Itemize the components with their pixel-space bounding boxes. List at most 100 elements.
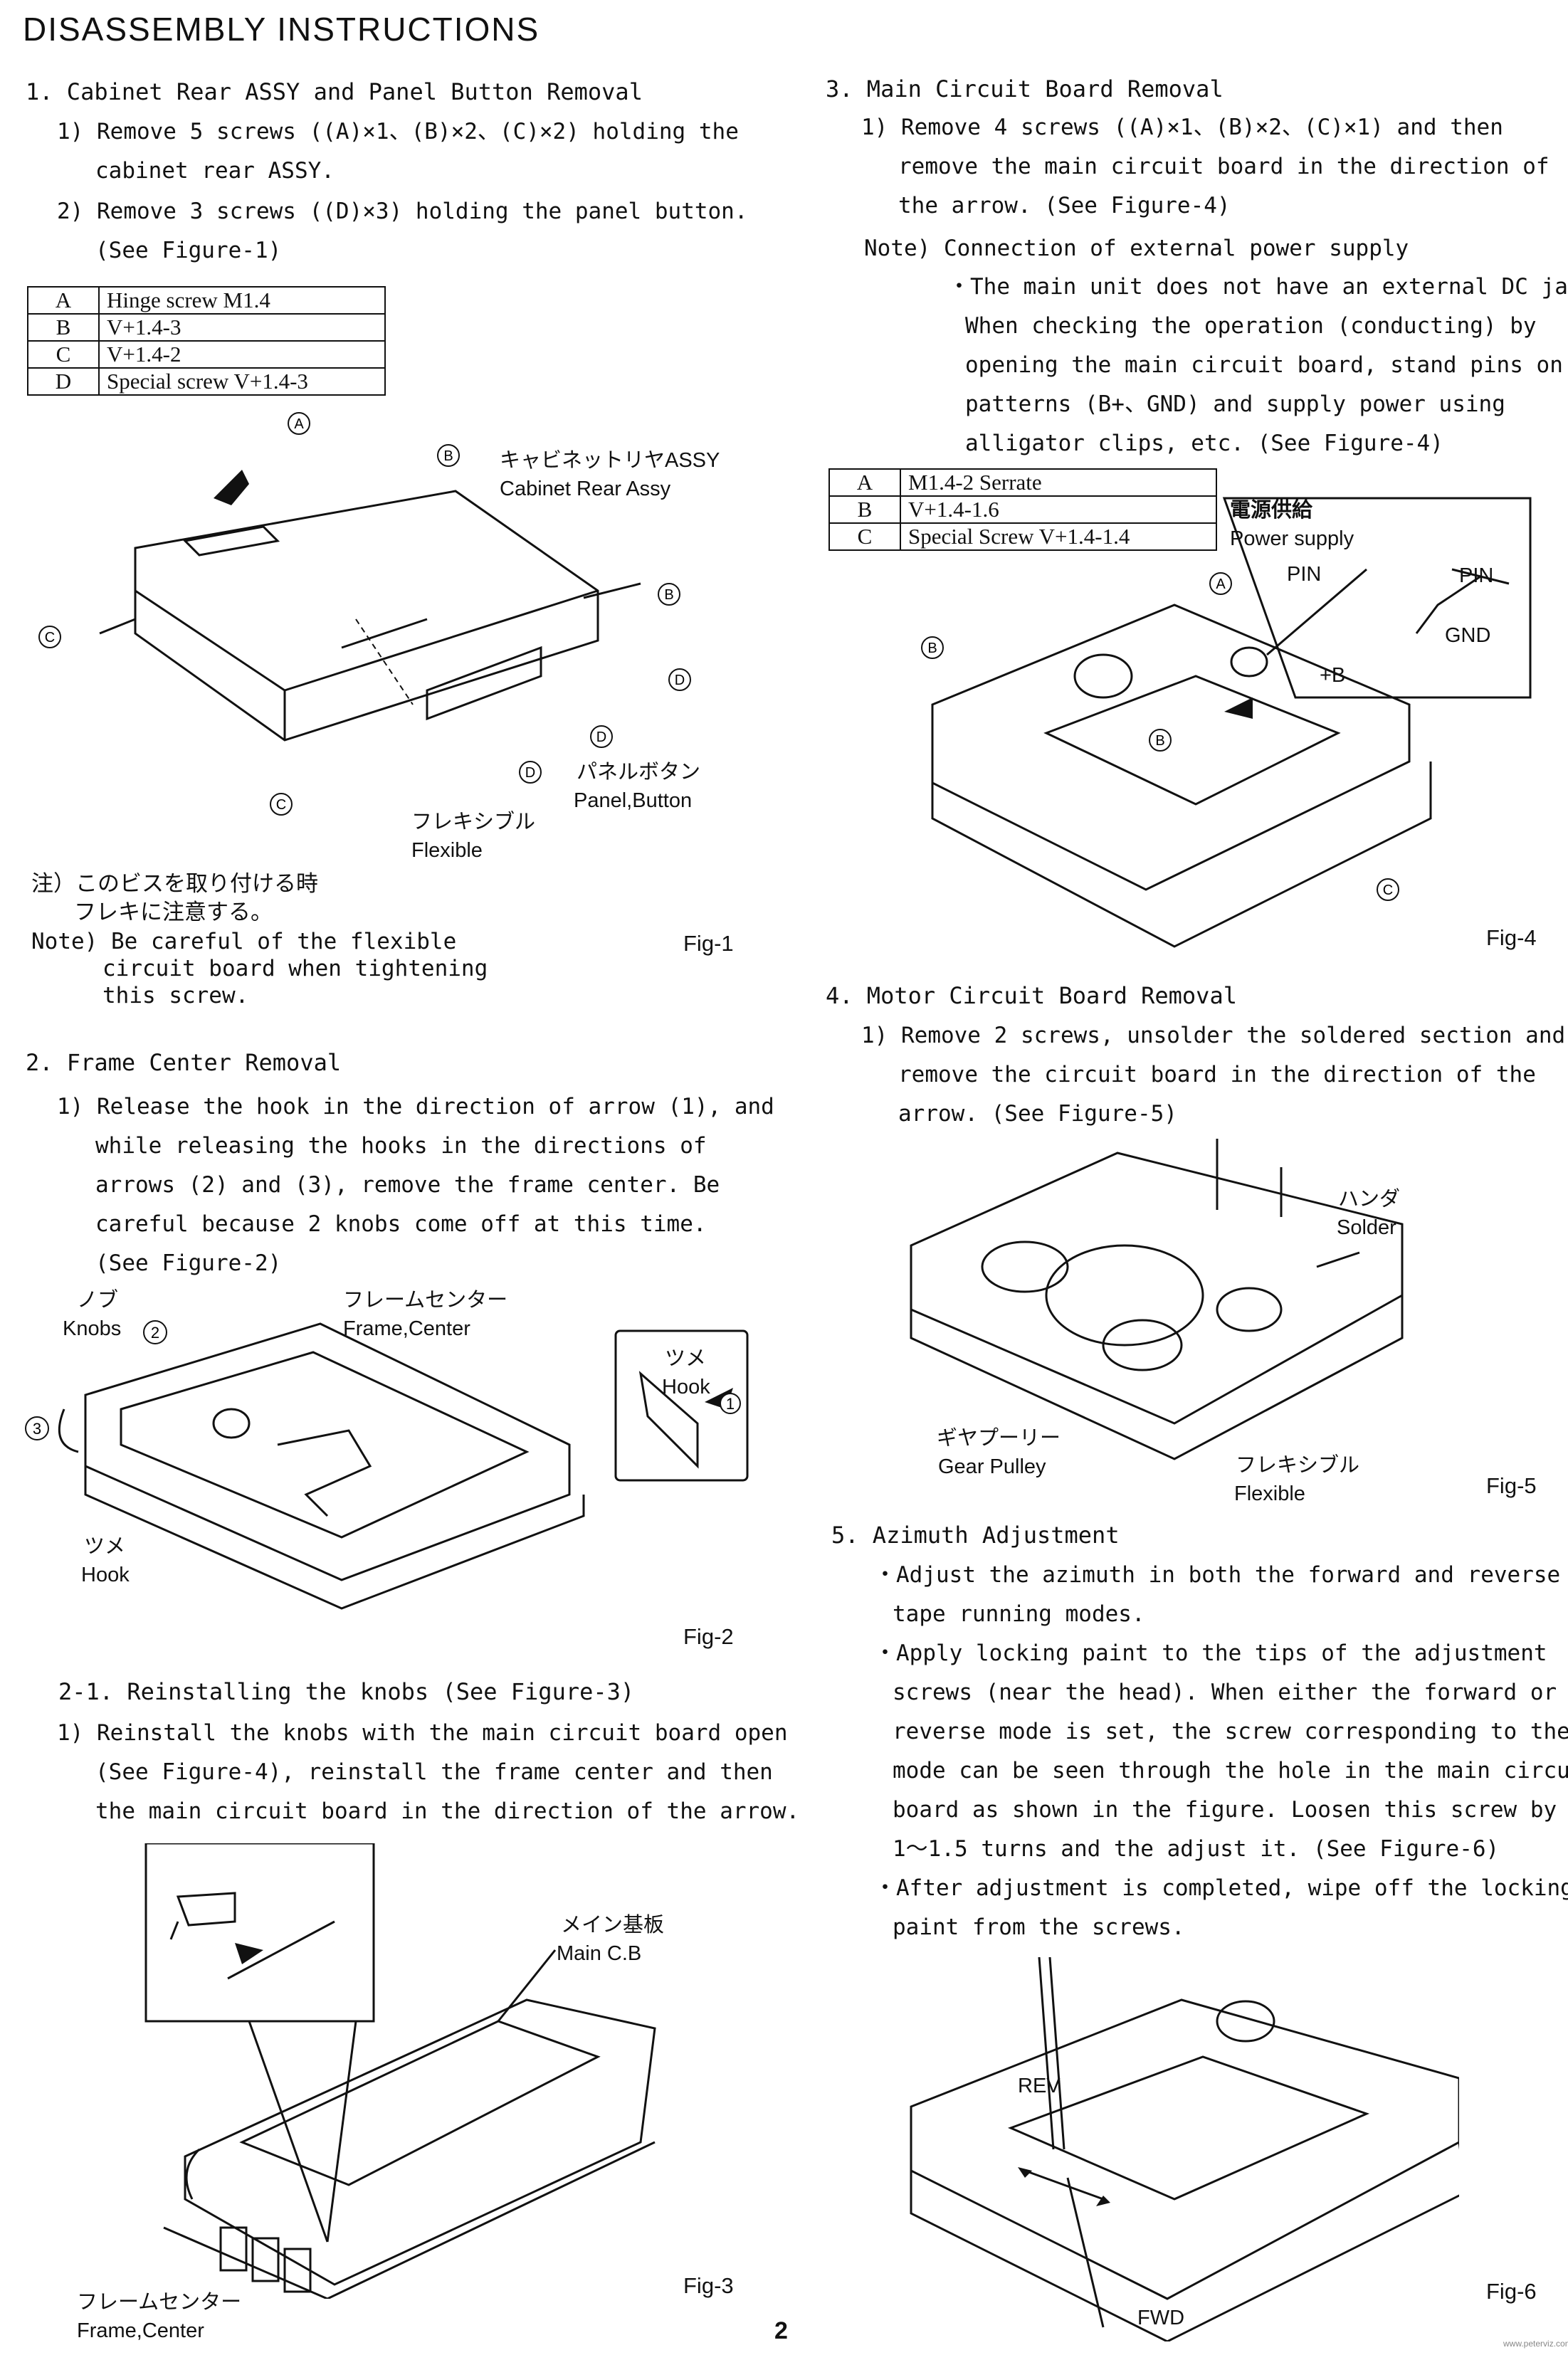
- s1-step2-line2: (See Figure-1): [95, 238, 282, 263]
- s3-note-line1: ・The main unit does not have an external…: [948, 274, 1568, 300]
- s4-line1: 1) Remove 2 screws, unsolder the soldere…: [861, 1023, 1566, 1048]
- figure-6-drawing: [910, 1957, 1459, 2341]
- note-jp-line1: 注）このビスを取り付ける時: [31, 871, 318, 897]
- table-key: A: [27, 286, 100, 315]
- s5-bullet2-line6: 1〜1.5 turns and the adjust it. (See Figu…: [893, 1836, 1500, 1862]
- figure-3-caption: Fig-3: [683, 2273, 734, 2298]
- s4-line3: arrow. (See Figure-5): [898, 1101, 1177, 1127]
- note-en-line2: circuit board when tightening: [102, 956, 488, 981]
- table-value: V+1.4-1.6: [900, 495, 1217, 524]
- s5-bullet2-line1: ・Apply locking paint to the tips of the …: [874, 1640, 1547, 1666]
- label-flex-jp: フレキシブル: [1236, 1454, 1360, 1477]
- callout-b: B: [664, 587, 673, 603]
- callout-a: A: [294, 416, 304, 432]
- callout-2: 2: [151, 1324, 159, 1342]
- s5-bullet3-line1: ・After adjustment is completed, wipe off…: [874, 1875, 1568, 1901]
- s3-note-line5: alligator clips, etc. (See Figure-4): [965, 431, 1443, 456]
- label-knobs-en: Knobs: [63, 1317, 122, 1340]
- section-2-heading: 2. Frame Center Removal: [26, 1049, 342, 1076]
- callout-c: C: [45, 630, 55, 646]
- figure-3-drawing: [144, 1843, 656, 2299]
- s3-line1: 1) Remove 4 screws ((A)×1、(B)×2、(C)×1) a…: [861, 115, 1503, 140]
- s5-bullet2-line5: board as shown in the figure. Loosen thi…: [893, 1797, 1557, 1823]
- label-flex-jp: フレキシブル: [411, 811, 536, 833]
- callout-c: C: [276, 797, 286, 813]
- s5-bullet2-line4: mode can be seen through the hole in the…: [893, 1758, 1568, 1784]
- label-knobs-jp: ノブ: [77, 1289, 119, 1312]
- s2-line1: 1) Release the hook in the direction of …: [57, 1094, 774, 1119]
- label-power-en: Power supply: [1230, 527, 1354, 550]
- label-panel-en: Panel,Button: [574, 789, 693, 812]
- s2-line4: careful because 2 knobs come off at this…: [95, 1211, 707, 1237]
- table-value: Hinge screw M1.4: [98, 286, 386, 315]
- figure-5-caption: Fig-5: [1486, 1473, 1537, 1498]
- s21-line3: the main circuit board in the direction …: [95, 1798, 800, 1824]
- s1-step2-line1: 2) Remove 3 screws ((D)×3) holding the p…: [57, 199, 748, 224]
- note-en-line3: this screw.: [102, 983, 249, 1008]
- label-solder-en: Solder: [1337, 1216, 1396, 1239]
- callout-c: C: [1383, 883, 1393, 898]
- table-key: B: [828, 495, 901, 524]
- figure-6-caption: Fig-6: [1486, 2279, 1537, 2304]
- callout-b: B: [927, 641, 937, 656]
- label-bplus: +B: [1320, 664, 1346, 687]
- callout-b: B: [443, 448, 453, 464]
- s3-note-line2: When checking the operation (conducting)…: [965, 313, 1537, 339]
- figure-1-drawing: A B B C D D D C: [38, 412, 691, 816]
- label-panel-jp: パネルボタン: [577, 761, 701, 784]
- page-number: 2: [774, 2317, 788, 2344]
- table-key: C: [27, 340, 100, 369]
- callout-3: 3: [33, 1420, 41, 1438]
- section-3-heading: 3. Main Circuit Board Removal: [826, 75, 1224, 102]
- label-gnd: GND: [1445, 624, 1491, 647]
- label-flex-en: Flexible: [411, 839, 483, 862]
- callout-b: B: [1155, 733, 1164, 749]
- table-key: B: [27, 313, 100, 342]
- figure-5-drawing: [910, 1139, 1404, 1460]
- table-value: Special screw V+1.4-3: [98, 367, 386, 396]
- section-4-heading: 4. Motor Circuit Board Removal: [826, 982, 1237, 1009]
- label-hook-en: Hook: [81, 1564, 130, 1586]
- note-en-line1: Note) Be careful of the flexible: [31, 929, 457, 954]
- s3-note-line3: opening the main circuit board, stand pi…: [965, 352, 1563, 378]
- section-1-heading: 1. Cabinet Rear ASSY and Panel Button Re…: [26, 78, 643, 105]
- table-key: A: [828, 468, 901, 497]
- label-frame-en: Frame,Center: [77, 2319, 204, 2342]
- label-pin: PIN: [1287, 563, 1322, 586]
- s2-line5: (See Figure-2): [95, 1250, 282, 1276]
- s2-line2: while releasing the hooks in the directi…: [95, 1133, 707, 1159]
- s3-line2: remove the main circuit board in the dir…: [898, 154, 1549, 179]
- figure-2-caption: Fig-2: [683, 1624, 734, 1649]
- callout-d: D: [675, 673, 685, 688]
- label-hook-jp: ツメ: [665, 1347, 707, 1370]
- callout-a: A: [1216, 576, 1226, 592]
- figure-2-drawing: 2 3 1: [25, 1320, 749, 1610]
- s21-line1: 1) Reinstall the knobs with the main cir…: [57, 1720, 788, 1746]
- section-2-1-heading: 2-1. Reinstalling the knobs (See Figure-…: [58, 1678, 635, 1705]
- table-value: V+1.4-3: [98, 313, 386, 342]
- note-jp-line2: フレキに注意する。: [74, 900, 273, 925]
- s2-line3: arrows (2) and (3), remove the frame cen…: [95, 1172, 720, 1198]
- watermark: www.peterviz.com: [1503, 2339, 1568, 2349]
- label-cabinet-jp: キャビネットリヤASSY: [500, 449, 720, 472]
- label-flex-en: Flexible: [1234, 1482, 1305, 1505]
- table-value: M1.4-2 Serrate: [900, 468, 1217, 497]
- label-rev: REV: [1018, 2075, 1061, 2097]
- s3-line3: the arrow. (See Figure-4): [898, 193, 1231, 218]
- label-fwd: FWD: [1137, 2307, 1185, 2329]
- s3-note-line4: patterns (B+、GND) and supply power using: [965, 391, 1505, 417]
- figure-4-drawing: A B B C: [921, 497, 1532, 948]
- callout-d: D: [596, 729, 606, 745]
- figure-4-caption: Fig-4: [1486, 925, 1537, 950]
- label-main-en: Main C.B: [557, 1942, 642, 1965]
- label-gear-jp: ギヤプーリー: [937, 1427, 1061, 1450]
- s5-bullet1-line1: ・Adjust the azimuth in both the forward …: [874, 1562, 1561, 1588]
- label-power-jp: 電源供給: [1230, 499, 1313, 522]
- s5-bullet2-line3: reverse mode is set, the screw correspon…: [893, 1719, 1568, 1744]
